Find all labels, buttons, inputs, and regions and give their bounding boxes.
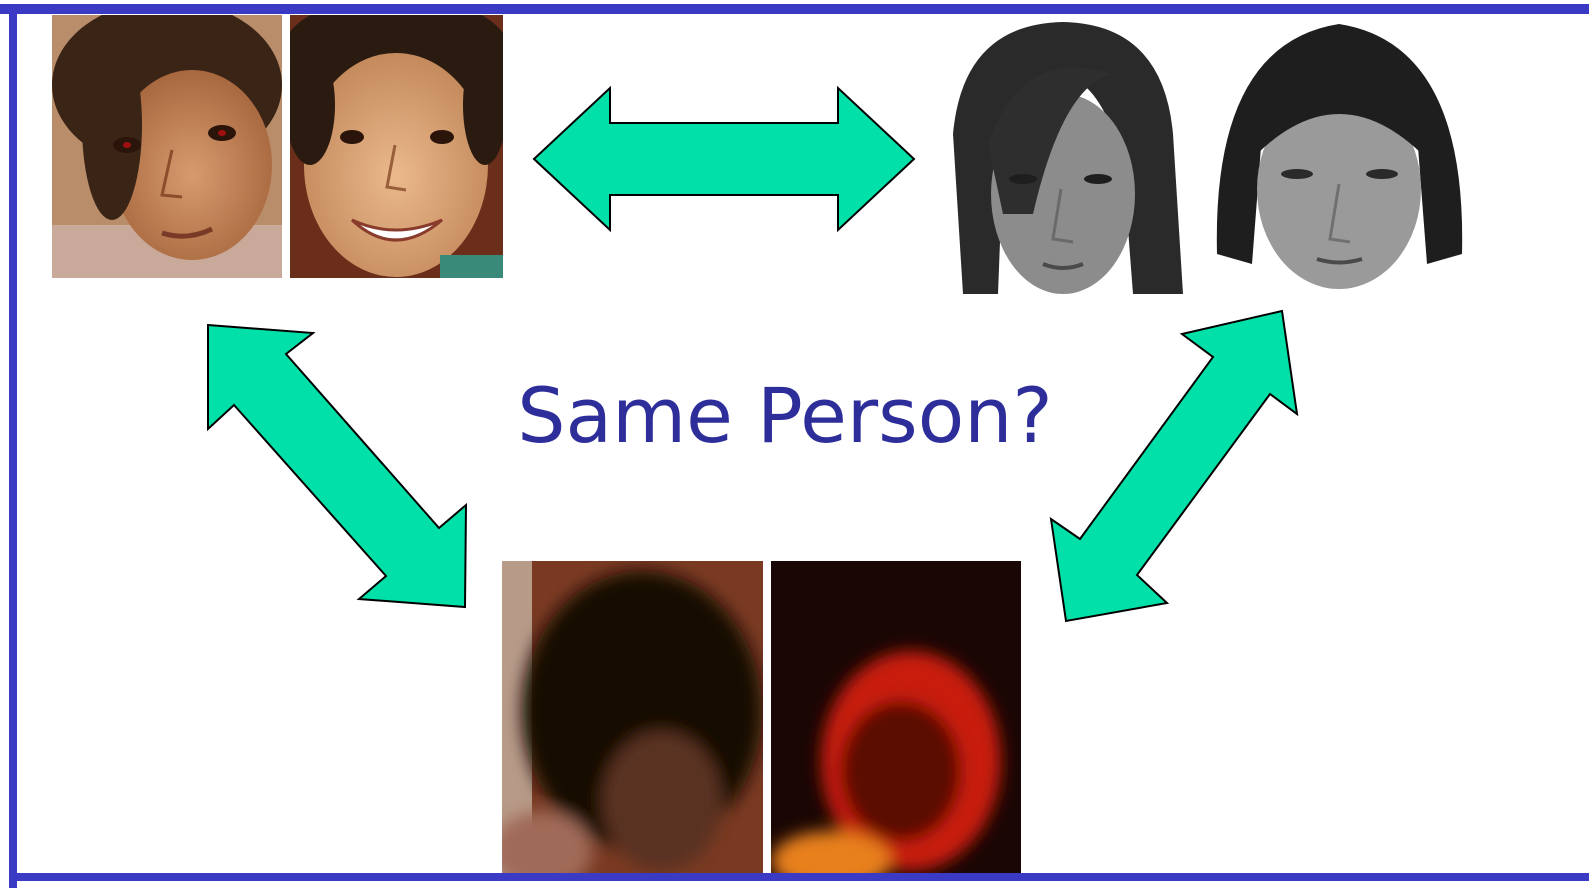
dark-frame-2 — [771, 561, 1021, 873]
dark-frame-1 — [502, 561, 763, 873]
child-photo-2 — [290, 15, 503, 278]
arrow-child-to-avatar — [532, 85, 916, 233]
frame-top-border — [0, 4, 1589, 14]
child-photo-1 — [52, 15, 282, 278]
arrow-child-to-dark-frames — [207, 323, 468, 609]
frame-bottom-border — [9, 873, 1589, 881]
avatar-render-1 — [943, 14, 1186, 294]
frame-left-border — [9, 4, 17, 888]
same-person-question: Same Person? — [517, 371, 1053, 460]
arrow-avatar-to-dark-frames — [1049, 309, 1299, 623]
avatar-render-2 — [1212, 14, 1467, 294]
